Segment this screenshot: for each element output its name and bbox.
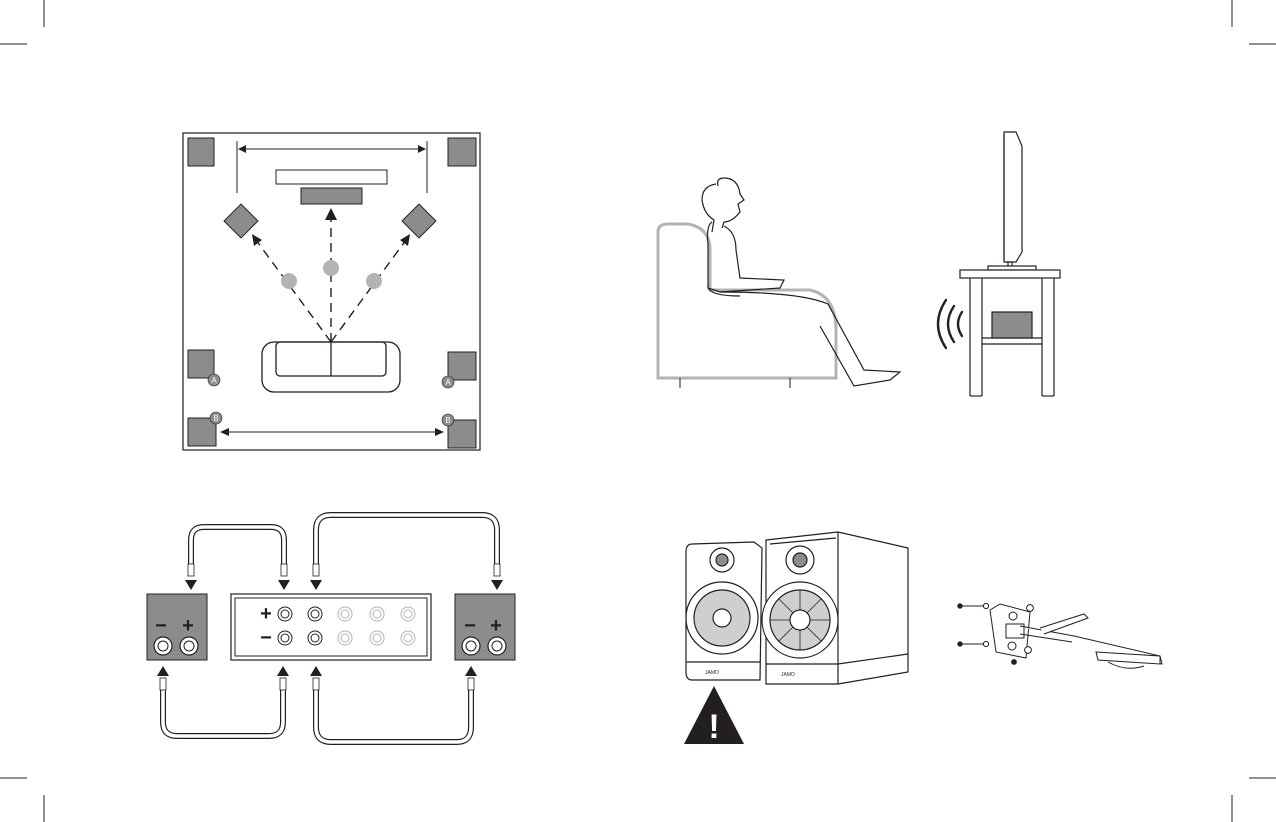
- badge-a: A: [211, 376, 217, 385]
- wall-bracket-illustration: [958, 603, 1162, 668]
- front-left-speaker: [224, 204, 258, 238]
- warning-triangle-icon: !: [684, 686, 744, 746]
- front-right-wide-speaker: [448, 138, 476, 166]
- surround-right-speaker: [448, 352, 476, 380]
- brand-logo: JAMO: [781, 672, 795, 678]
- plus-label: +: [490, 615, 502, 637]
- wireless-signal-icon: [938, 300, 962, 348]
- tv-screen: [276, 170, 387, 184]
- angle-marker: [323, 260, 339, 276]
- badge-a: A: [445, 378, 451, 387]
- bookshelf-speakers-illustration: JAMO JAMO: [686, 532, 908, 684]
- angle-marker: [366, 273, 382, 289]
- angle-marker: [281, 273, 297, 289]
- room-layout-diagram: A A B B: [183, 133, 480, 450]
- brand-logo: JAMO: [705, 670, 719, 676]
- badge-b: B: [213, 414, 218, 423]
- tv-stand-subwoofer-illustration: [938, 132, 1060, 396]
- subwoofer: [992, 312, 1032, 338]
- front-left-wide-speaker: [188, 138, 214, 166]
- minus-label: −: [464, 615, 476, 637]
- seated-listener-illustration: [658, 178, 900, 388]
- badge-b: B: [445, 416, 450, 425]
- front-right-speaker: [402, 204, 436, 238]
- sofa-icon: [262, 342, 400, 392]
- speaker-wiring-diagram: − + + − − +: [147, 515, 515, 742]
- plus-label: +: [260, 603, 272, 625]
- minus-label: −: [260, 627, 272, 649]
- plus-label: +: [182, 615, 194, 637]
- minus-label: −: [155, 615, 167, 637]
- center-speaker: [301, 188, 362, 204]
- warning-mark: !: [708, 708, 719, 746]
- surround-left-speaker: [188, 350, 214, 378]
